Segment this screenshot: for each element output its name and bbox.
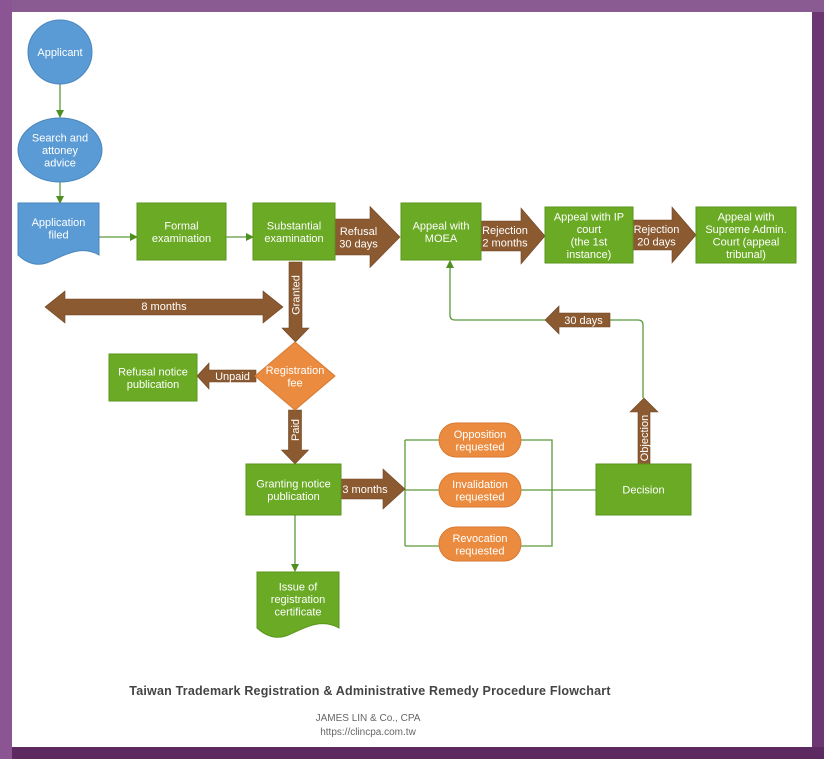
decision-node-shape [595,463,692,516]
eight-months-arrow: 8 months [44,290,284,324]
credit-name: JAMES LIN & Co., CPA [315,713,421,724]
unpaid-arrow: Unpaid [196,362,257,390]
credit-url: https://clincpa.com.tw [320,727,416,738]
objection-arrow-shape [629,397,659,465]
refusal-arrow-shape [334,205,401,269]
paid-arrow-label: Paid [290,419,302,441]
granting-notice-node-shape [245,463,342,516]
granted-arrow-label: Granted [291,275,303,315]
paid-arrow-shape [280,409,310,465]
applicant-node-label: Applicant [37,47,82,59]
connector-line [521,439,553,547]
thirty-days-arrow: 30 days [544,305,611,335]
decision-node-label: Decision [622,485,664,497]
connector-lines [56,84,644,572]
refusal-notice-node-shape [108,353,198,402]
connector-line [446,260,545,321]
issue-certificate-node-shape [256,571,340,638]
substantial-exam-node-shape [252,202,336,261]
decision-node: Decision [595,463,692,516]
frame-bottom-border [12,747,824,759]
invalidation-node-shape [438,472,522,508]
applicant-node-shape [27,19,93,85]
granted-arrow: Granted [281,261,310,343]
rejection-20d-arrow-shape [632,206,697,264]
three-months-arrow-shape [340,468,406,510]
frame-top-border [0,0,824,12]
unpaid-arrow-shape [196,362,257,390]
thirty-days-arrow-label: 30 days [564,315,603,327]
appeal-ip-court-node-shape [544,206,634,264]
objection-arrow: Objection [629,397,659,465]
appeal-supreme-node-shape [695,206,797,264]
frame-right-border [812,12,824,759]
eight-months-arrow-label: 8 months [141,301,187,313]
objection-arrow-label: Objection [639,415,651,461]
frame-left-border [0,0,12,759]
eight-months-arrow-shape [44,290,284,324]
formal-exam-node-shape [136,202,227,261]
appeal-moea-node-shape [400,202,482,261]
unpaid-arrow-label: Unpaid [215,371,250,383]
registration-fee-node-shape [254,341,336,411]
applicant-node: Applicant [27,19,93,85]
connector-line [610,319,644,398]
granted-arrow-shape [281,261,310,343]
paid-arrow: Paid [280,409,310,465]
diagram-title: Taiwan Trademark Registration & Administ… [129,684,611,698]
rejection-2m-arrow-shape [480,207,546,265]
search-node-shape [17,117,103,183]
three-months-arrow-label: 3 months [342,484,388,496]
revocation-node-shape [438,526,522,562]
three-months-arrow: 3 months [340,468,406,510]
application-filed-node-shape [17,202,100,265]
opposition-node-shape [438,422,522,458]
thirty-days-arrow-shape [544,305,611,335]
